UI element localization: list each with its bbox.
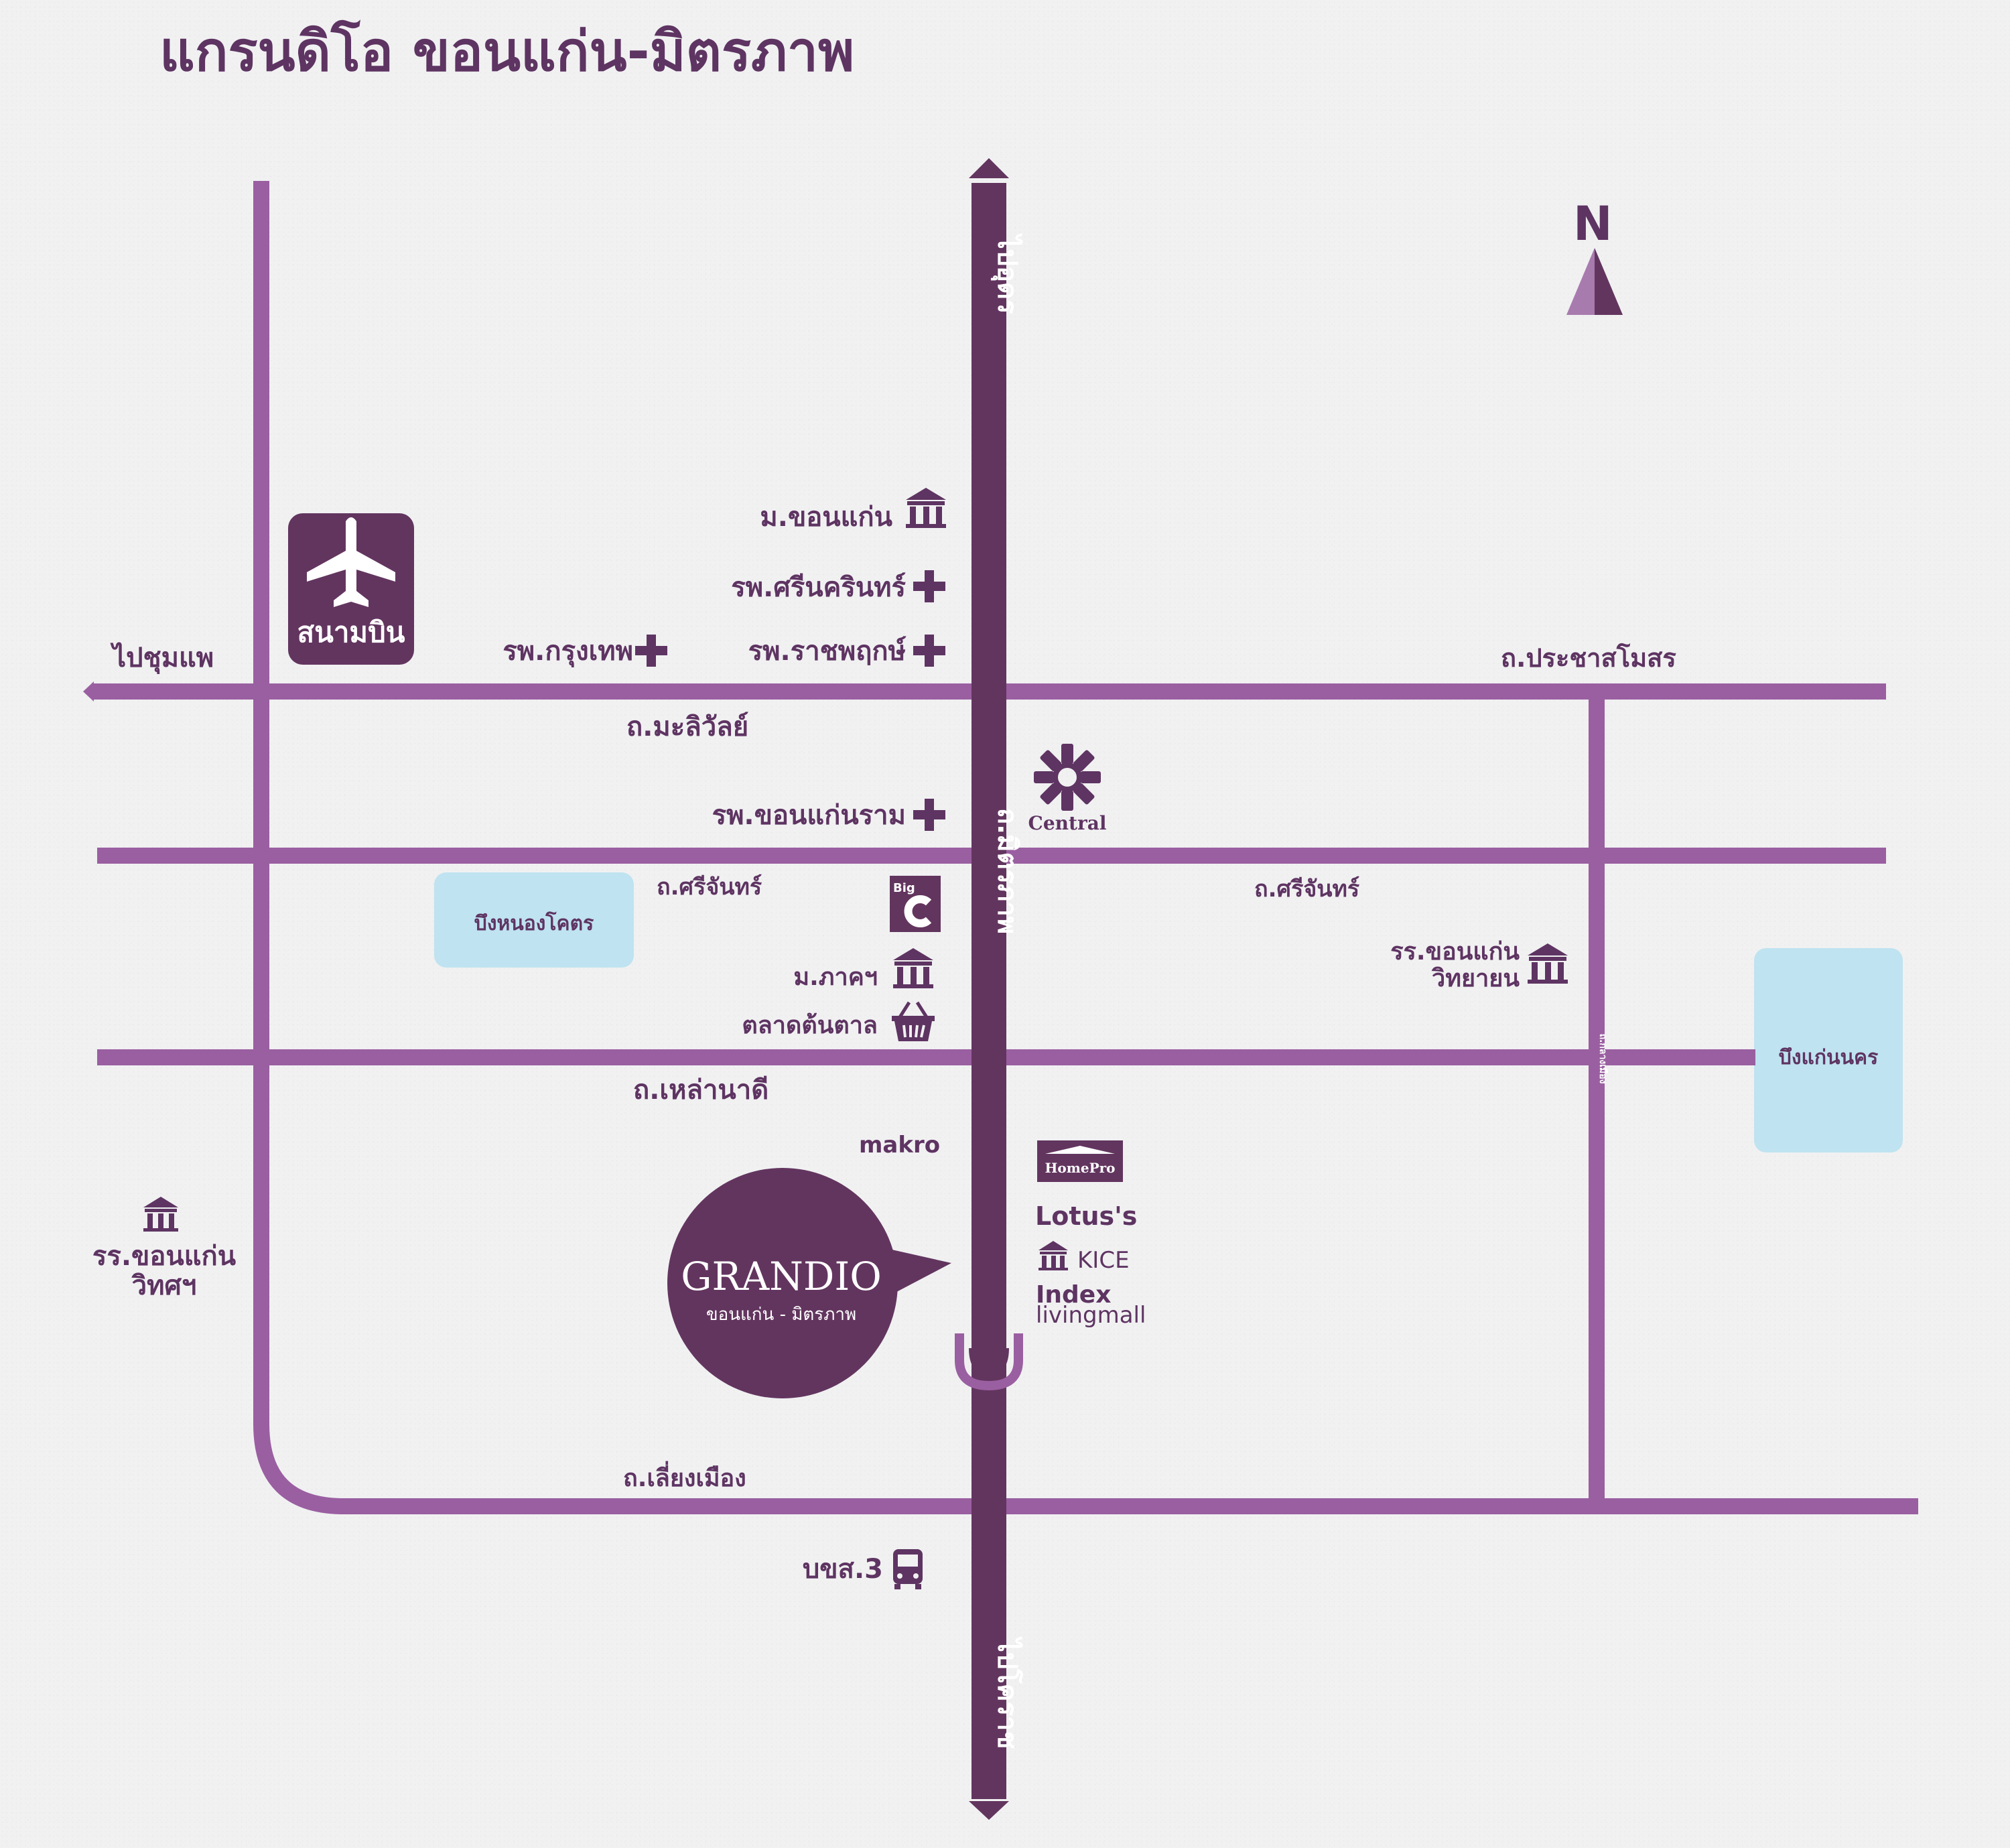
u-turn-marker	[955, 1333, 1023, 1391]
label-wittayayon-1: รร.ขอนแก่น	[1390, 938, 1520, 966]
label-srichan-east: ถ.ศรีจันทร์	[1254, 876, 1360, 903]
label-west: ไปชุมแพ	[110, 642, 214, 675]
label-makro: makro	[859, 1132, 940, 1159]
bigc-c-icon	[904, 895, 932, 927]
university-icon	[893, 948, 933, 988]
label-khonkaen-ram: รพ.ขอนแก่นราม	[712, 800, 906, 831]
airplane-icon	[307, 517, 395, 607]
hospital-icon	[913, 635, 945, 667]
airport: สนามบิน	[288, 513, 414, 665]
arrow-west	[83, 681, 94, 702]
main-road-body	[972, 183, 1006, 1799]
label-liang-mueang: ถ.เลี่ยงเมือง	[623, 1461, 746, 1492]
label-srichan-west: ถ.ศรีจันทร์	[657, 874, 762, 901]
label-bangkok-hospital: รพ.กรุงเทพ	[503, 636, 633, 668]
label-regional-office: ม.ภาคฯ	[793, 964, 878, 991]
compass-arrow-left	[1566, 248, 1595, 315]
arrow-south	[969, 1801, 1009, 1820]
label-tontan-market: ตลาดต้นตาล	[742, 1012, 878, 1039]
label-srinagarind: รพ.ศรีนครินทร์	[731, 572, 906, 603]
project-marker: GRANDIO ขอนแก่น - มิตรภาพ	[667, 1168, 951, 1398]
lake-nong-khot	[434, 872, 634, 968]
label-lao-na-di: ถ.เหล่านาดี	[633, 1075, 768, 1106]
label-bus-terminal: บขส.3	[803, 1554, 883, 1585]
hospital-icon	[913, 799, 945, 831]
compass-label: N	[1573, 196, 1613, 251]
central-label: Central	[1028, 812, 1107, 834]
label-index-2: livingmall	[1036, 1302, 1146, 1329]
kice-icon	[1038, 1241, 1068, 1270]
central-flower-icon	[1034, 744, 1101, 811]
bus-icon	[893, 1549, 923, 1589]
label-wittayasuksa-1: รร.ขอนแก่น	[92, 1241, 236, 1272]
label-wittayasuksa-2: วิทศฯ	[131, 1270, 196, 1301]
u-turn-marker-inner	[969, 1347, 1009, 1376]
label-kice: KICE	[1077, 1247, 1130, 1274]
map-title: แกรนดิโอ ขอนแก่น-มิตรภาพ	[159, 20, 854, 84]
airport-label: สนามบิน	[297, 616, 405, 649]
label-index-1: Index	[1036, 1281, 1111, 1309]
label-kku: ม.ขอนแก่น	[760, 502, 892, 533]
main-road-mittraphap: ไปอุดร ถ.มิตรภาพ ไปโคราช	[955, 158, 1023, 1820]
main-road-name: ถ.มิตรภาพ	[992, 808, 1022, 934]
basket-icon	[892, 1001, 935, 1041]
compass-arrow-right	[1595, 248, 1623, 315]
main-road-north-label: ไปอุดร	[990, 233, 1023, 315]
compass: N	[1566, 196, 1623, 315]
homepro-label: HomePro	[1045, 1160, 1115, 1176]
label-malivan: ถ.มะลิวัลย์	[626, 712, 748, 742]
hospital-icon	[913, 570, 945, 602]
project-subtitle: ขอนแก่น - มิตรภาพ	[706, 1305, 856, 1325]
lake-nong-khot-label: บึงหนองโคตร	[474, 911, 594, 935]
label-lotus: Lotus's	[1035, 1201, 1137, 1231]
school-icon	[143, 1197, 178, 1232]
homepro-logo: HomePro	[1037, 1140, 1123, 1182]
main-road-south-label: ไปโคราช	[992, 1636, 1023, 1750]
lake-kaen-nakhon	[1754, 948, 1903, 1152]
project-circle	[667, 1168, 898, 1398]
hospital-icon	[635, 635, 667, 667]
lake-kaen-nakhon-label: บึงแก่นนคร	[1779, 1046, 1878, 1069]
project-name: GRANDIO	[681, 1254, 882, 1299]
bigc-logo: Big	[890, 876, 941, 932]
label-rajapruek: รพ.ราชพฤกษ์	[748, 636, 907, 667]
road-west-vertical	[253, 181, 1918, 1514]
arrow-north	[969, 158, 1009, 178]
school-icon	[1528, 943, 1568, 984]
label-klang-mueang: ถ.กลางเมือง	[1597, 1034, 1608, 1084]
label-prachasamosorn: ถ.ประชาสโมสร	[1501, 643, 1676, 673]
university-icon	[906, 488, 946, 528]
bigc-label: Big	[893, 881, 915, 895]
label-wittayayon-2: วิทยายน	[1431, 965, 1520, 992]
central-logo: Central	[1028, 744, 1107, 834]
homepro-roof	[1045, 1146, 1115, 1154]
